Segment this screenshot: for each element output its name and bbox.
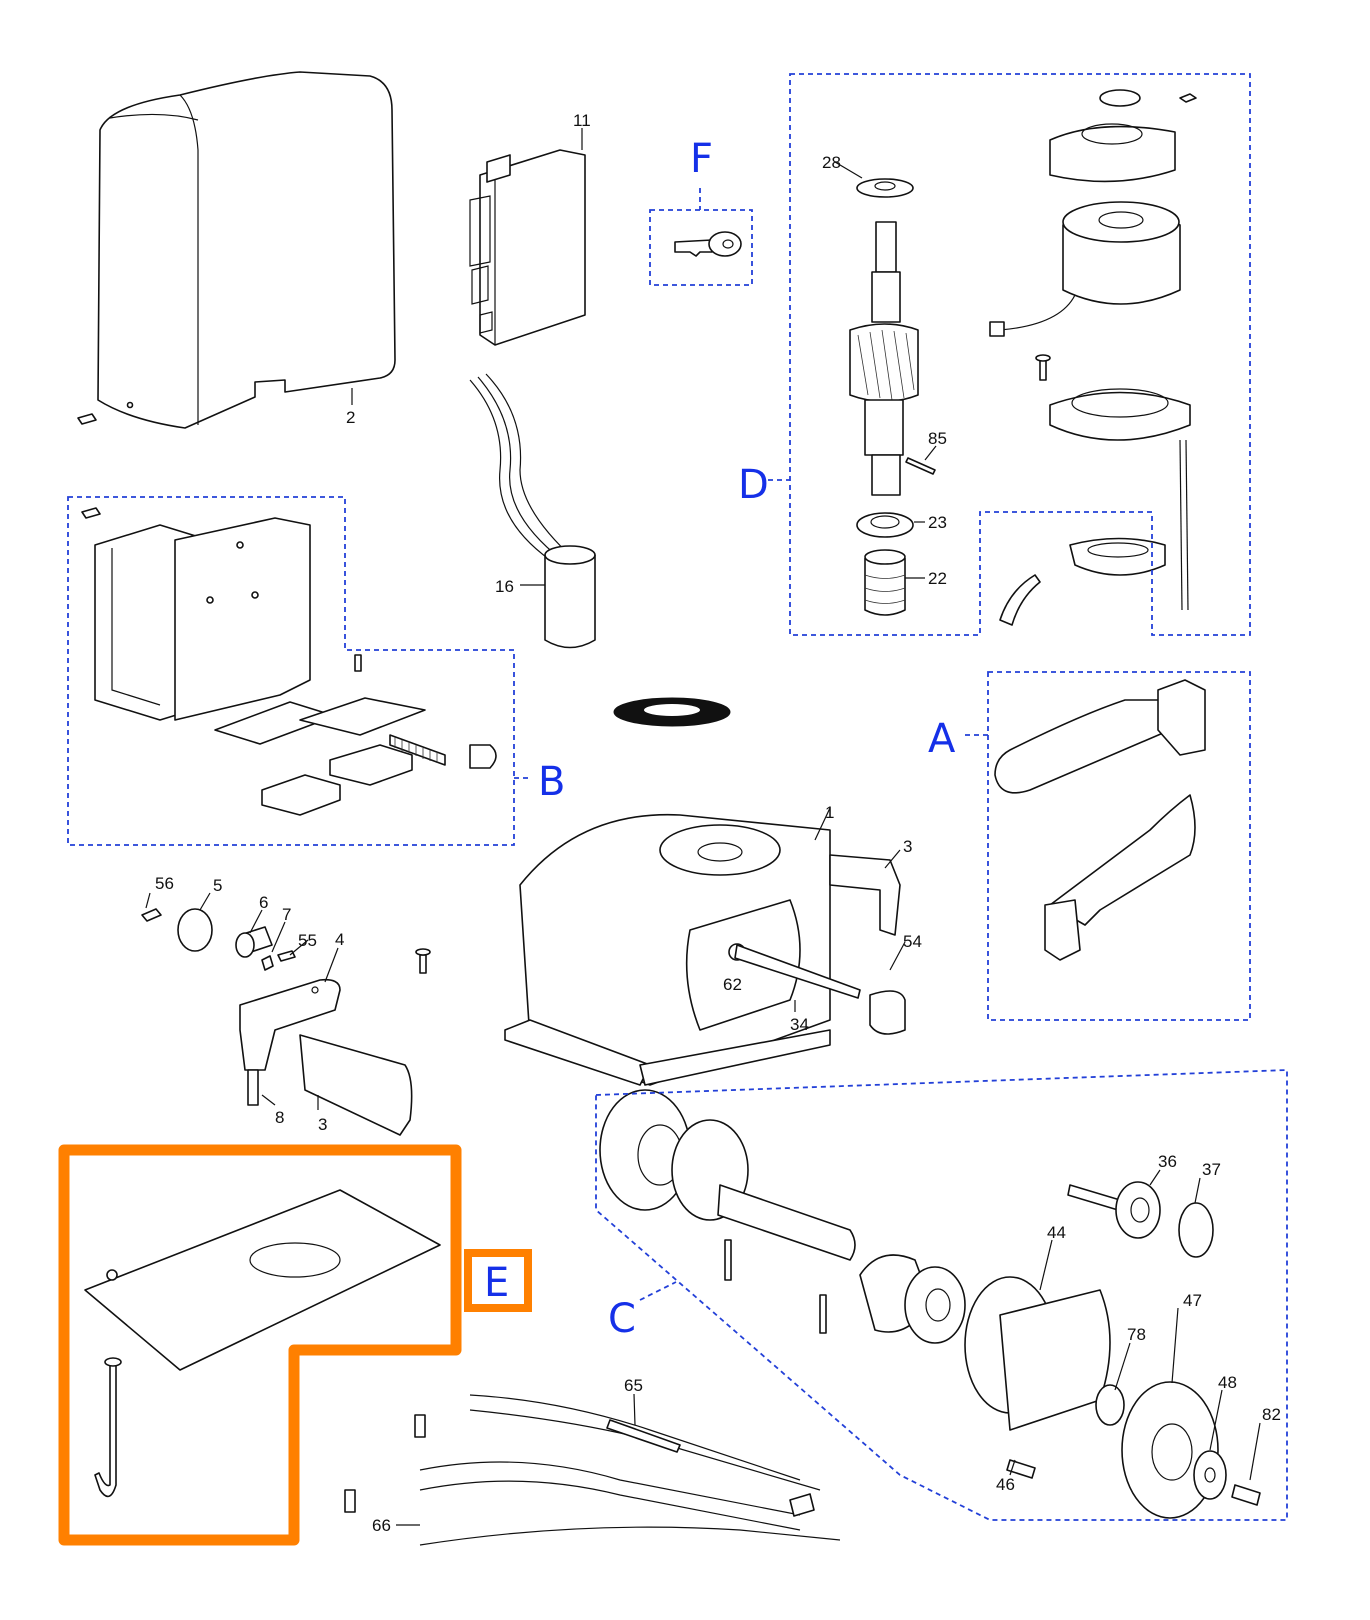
part-number: 6: [259, 893, 268, 912]
part-gear-assembly[interactable]: [599, 1089, 1261, 1519]
part-number: 66: [372, 1516, 391, 1535]
part-release-assembly[interactable]: [141, 908, 431, 1136]
part-number: 85: [928, 429, 947, 448]
part-number: 2: [346, 408, 355, 427]
group-label-e: E: [484, 1260, 509, 1306]
part-number: 8: [275, 1108, 284, 1127]
part-bearing-23[interactable]: [856, 512, 914, 538]
group-c-tick: [639, 1281, 677, 1301]
part-number: 4: [335, 930, 344, 949]
part-worm-22[interactable]: [864, 549, 906, 616]
part-motor-shaft[interactable]: [849, 221, 919, 496]
group-label-a: A: [928, 716, 956, 762]
part-number: 3: [318, 1115, 327, 1134]
part-number: 37: [1202, 1160, 1221, 1179]
part-foundation-plate[interactable]: [84, 1189, 441, 1498]
part-cover[interactable]: [77, 71, 396, 429]
part-control-board[interactable]: [469, 149, 586, 346]
part-number: 34: [790, 1015, 809, 1034]
group-outline-f: [649, 209, 753, 286]
part-gasket[interactable]: [613, 697, 731, 727]
part-number: 22: [928, 569, 947, 588]
part-release-lever[interactable]: [994, 679, 1206, 961]
part-number: 28: [822, 153, 841, 172]
part-pin-85[interactable]: [905, 457, 936, 475]
part-number: 5: [213, 876, 222, 895]
part-number: 36: [1158, 1152, 1177, 1171]
part-washer-28[interactable]: [856, 178, 914, 198]
part-motor-stator[interactable]: [989, 89, 1197, 337]
part-number: 48: [1218, 1373, 1237, 1392]
group-label-f: F: [690, 136, 713, 182]
part-number: 55: [298, 931, 317, 950]
part-number: 11: [573, 111, 591, 130]
part-number: 23: [928, 513, 947, 532]
group-outline-e: [58, 1144, 462, 1546]
part-brush-washer[interactable]: [999, 537, 1166, 626]
group-outline-a: [987, 671, 1251, 1021]
part-number: 1: [825, 803, 834, 822]
part-number: 65: [624, 1376, 643, 1395]
part-number: 82: [1262, 1405, 1281, 1424]
part-gearbox-housing[interactable]: [504, 813, 906, 1086]
part-number: 56: [155, 874, 174, 893]
part-key[interactable]: [674, 231, 742, 257]
part-number: 3: [903, 837, 912, 856]
part-number: 16: [495, 577, 514, 596]
part-number: 7: [282, 905, 291, 924]
part-motor-flange[interactable]: [1035, 354, 1191, 611]
group-label-d: D: [738, 462, 769, 508]
part-bracket[interactable]: [81, 507, 497, 816]
group-outline-d: [789, 73, 1251, 636]
group-label-c: C: [608, 1296, 636, 1342]
part-number: 47: [1183, 1291, 1202, 1310]
part-number: 78: [1127, 1325, 1146, 1344]
part-number: 44: [1047, 1223, 1066, 1242]
part-capacitor[interactable]: [469, 373, 596, 649]
group-outline-b: [67, 496, 515, 846]
part-number: 62: [723, 975, 742, 994]
group-e-label-box: [464, 1249, 532, 1312]
group-label-b: B: [538, 759, 565, 805]
part-number: 54: [903, 932, 922, 951]
leader-lines: [145, 128, 1261, 1526]
part-number: 46: [996, 1475, 1015, 1494]
part-wiring-harness[interactable]: [344, 1394, 841, 1546]
